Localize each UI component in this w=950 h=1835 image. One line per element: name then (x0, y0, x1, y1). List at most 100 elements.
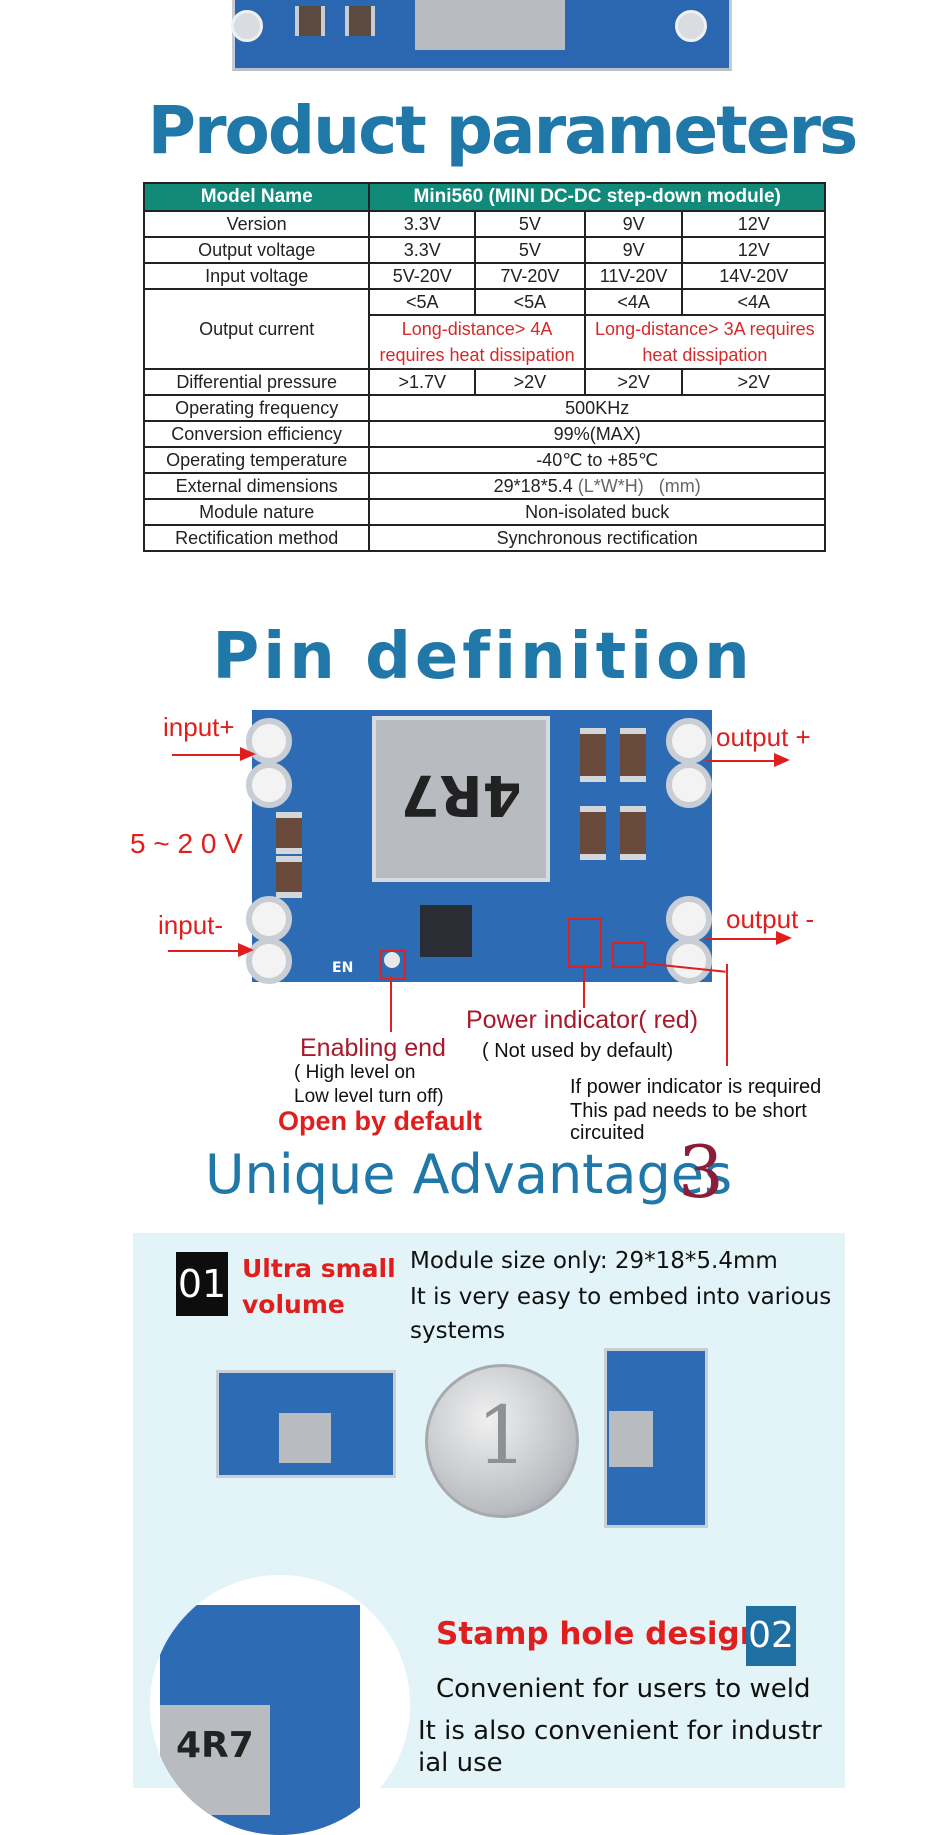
adv2-text: Convenient for users to weld (436, 1674, 811, 1704)
dimensions-unit: (mm) (658, 475, 701, 496)
table-cell: 11V-20V (583, 262, 684, 290)
input-minus-label: input- (158, 910, 224, 940)
table-cell: 99%(MAX) (368, 420, 826, 448)
table-cell: 5V (474, 210, 586, 238)
table-cell-warning: Long-distance> 3A requires heat dissipat… (583, 314, 827, 370)
table-cell: Module nature (142, 498, 371, 526)
inductor (609, 1411, 653, 1467)
open-by-default-label: Open by default (278, 1106, 483, 1136)
table-cell: Non-isolated buck (368, 498, 826, 526)
adv1-text: It is very easy to embed into various (410, 1284, 832, 1310)
capacitor (580, 806, 606, 860)
dimensions-axes: (L*W*H) (577, 475, 644, 496)
indicator-note: If power indicator is required (570, 1076, 822, 1098)
section-title-pin-definition: Pin definition (212, 620, 754, 694)
table-cell: Model Name (142, 182, 371, 212)
inductor (279, 1413, 331, 1463)
output-plus-arrow (706, 760, 776, 762)
parameters-table: Model Name Mini560 (MINI DC-DC step-down… (142, 182, 827, 552)
capacitor (580, 728, 606, 782)
adv2-text: ial use (418, 1748, 503, 1778)
pad-leader-line (726, 964, 728, 1066)
table-cell: Version (142, 210, 371, 238)
table-row: Differential pressure >1.7V >2V >2V >2V (142, 368, 826, 396)
capacitor (276, 856, 302, 898)
table-cell: Mini560 (MINI DC-DC step-down module) (368, 182, 826, 212)
table-cell: 14V-20V (681, 262, 826, 290)
table-cell: Input voltage (142, 262, 371, 290)
table-cell: 5V (474, 236, 586, 264)
table-cell: Synchronous rectification (368, 524, 826, 552)
pcb-closeup: 4R7 (160, 1605, 360, 1835)
table-row: Operating temperature -40℃ to +85℃ (142, 446, 826, 474)
table-cell: Differential pressure (142, 368, 371, 396)
table-cell: 12V (681, 236, 826, 264)
table-cell: 29*18*5.4 (L*W*H) (mm) (368, 472, 826, 500)
table-cell: -40℃ to +85℃ (368, 446, 826, 474)
output-minus-arrow-head (776, 931, 792, 945)
table-row: Input voltage 5V-20V 7V-20V 11V-20V 14V-… (142, 262, 826, 290)
power-indicator-label: Power indicator( red) (466, 1006, 699, 1034)
table-cell: Operating temperature (142, 446, 371, 474)
adv1-title: volume (242, 1290, 345, 1319)
adv1-text: systems (410, 1318, 506, 1344)
input-minus-pad (246, 896, 292, 942)
output-minus-pad (666, 896, 712, 942)
pcb-module-diagram: 4R7 EN (246, 710, 712, 984)
table-row: Long-distance> 4A requires heat dissipat… (144, 314, 827, 370)
table-row: Output current <5A <5A <4A <4A (142, 288, 826, 370)
not-used-note: ( Not used by default) (482, 1040, 674, 1062)
table-cell: 9V (583, 210, 684, 238)
table-row: Rectification method Synchronous rectifi… (142, 524, 826, 552)
table-cell: Output voltage (142, 236, 371, 264)
adv2-title: Stamp hole design (436, 1616, 762, 1652)
table-row: Conversion efficiency 99%(MAX) (142, 420, 826, 448)
indicator-marker-box (568, 918, 602, 968)
capacitor (620, 728, 646, 782)
inductor: 4R7 (372, 716, 550, 882)
table-cell: 9V (583, 236, 684, 264)
table-cell: >2V (681, 368, 826, 396)
capacitor (276, 812, 302, 854)
output-minus-pad (666, 938, 712, 984)
input-plus-pad (246, 762, 292, 808)
adv1-title: Ultra small (242, 1254, 396, 1283)
table-cell: Output current (142, 288, 371, 370)
advantages-count: 3 (678, 1130, 724, 1214)
high-level-note: ( High level on (294, 1062, 416, 1083)
output-plus-label: output + (716, 722, 811, 752)
indicator-note: This pad needs to be short (570, 1100, 807, 1122)
table-row: External dimensions 29*18*5.4 (L*W*H) (m… (142, 472, 826, 500)
table-row: Version 3.3V 5V 9V 12V (142, 210, 826, 238)
enable-pad (384, 952, 400, 968)
table-cell: >1.7V (368, 368, 477, 396)
table-cell-warning: Long-distance> 4A requires heat dissipat… (368, 314, 586, 370)
stamp-hole-photo: 4R7 (150, 1575, 410, 1835)
dimensions-value: 29*18*5.4 (493, 475, 573, 496)
table-cell: 3.3V (368, 210, 477, 238)
capacitor (620, 806, 646, 860)
table-cell: 5V-20V (368, 262, 477, 290)
input-plus-arrow-head (240, 747, 256, 761)
voltage-range-label: 5 ~ 2 0 V (130, 828, 243, 859)
module-photo-vertical (604, 1348, 708, 1528)
section-title-unique-advantages: Unique Advantages (205, 1143, 733, 1206)
table-cell: <4A (583, 288, 684, 316)
section-title-product-parameters: Product parameters (147, 92, 859, 169)
input-minus-arrow-head (238, 943, 254, 957)
table-row: Module nature Non-isolated buck (142, 498, 826, 526)
enable-leader-line (390, 976, 392, 1032)
controller-chip (420, 905, 472, 957)
coin-mark: 1 (476, 1389, 528, 1482)
output-plus-arrow-head (774, 753, 790, 767)
pcb-photo-top (231, 0, 732, 71)
table-cell: External dimensions (142, 472, 371, 500)
table-row: Operating frequency 500KHz (142, 394, 826, 422)
output-minus-label: output - (726, 904, 815, 934)
coin-photo: 1 (425, 1364, 579, 1518)
table-cell: Rectification method (142, 524, 371, 552)
input-minus-arrow (168, 950, 240, 952)
table-cell: >2V (474, 368, 586, 396)
output-minus-arrow (706, 938, 778, 940)
table-cell: 3.3V (368, 236, 477, 264)
